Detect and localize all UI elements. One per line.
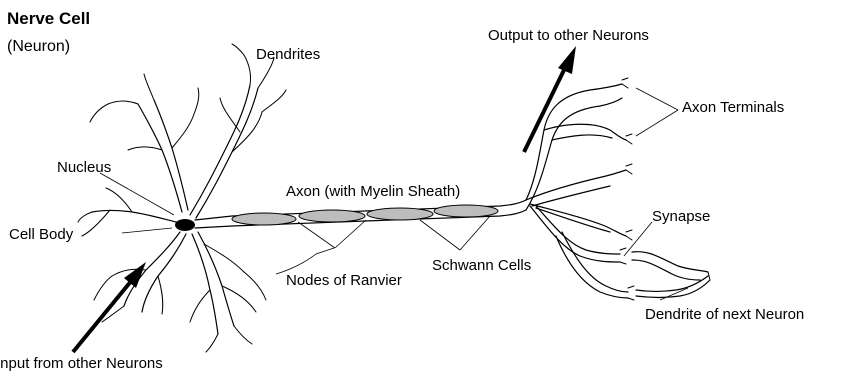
axon-terminals	[525, 77, 635, 301]
label-synapse: Synapse	[652, 208, 710, 225]
label-output: Output to other Neurons	[488, 27, 649, 44]
label-axon: Axon (with Myelin Sheath)	[286, 183, 460, 200]
axon	[194, 199, 527, 229]
diagram-subtitle: (Neuron)	[7, 38, 70, 55]
label-cell-body: Cell Body	[9, 226, 74, 243]
input-arrow	[71, 262, 146, 354]
diagram-title: Nerve Cell	[7, 9, 90, 28]
myelin-segment	[231, 212, 297, 226]
nucleus-shape	[175, 219, 195, 231]
dendrites	[77, 43, 287, 353]
pointer-lines	[99, 87, 689, 301]
label-input: Input from other Neurons	[0, 355, 163, 372]
label-axon-terminals: Axon Terminals	[682, 99, 784, 116]
output-arrow	[522, 46, 576, 153]
myelin-segment	[366, 207, 434, 221]
myelin-segment	[433, 204, 499, 218]
label-nucleus: Nucleus	[57, 159, 111, 176]
label-nodes-of-ranvier: Nodes of Ranvier	[286, 272, 402, 289]
label-schwann-cells: Schwann Cells	[432, 257, 531, 274]
label-dendrites: Dendrites	[256, 46, 320, 63]
next-neuron-dendrite	[631, 251, 711, 299]
label-dendrite-next: Dendrite of next Neuron	[645, 306, 804, 323]
myelin-segment	[298, 209, 366, 223]
